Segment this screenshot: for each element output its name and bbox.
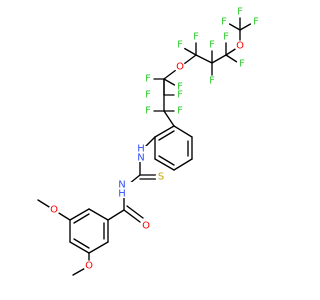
bond [154, 125, 175, 138]
atom-label-fluorine: F [142, 89, 154, 101]
atom-label-nh: N H [117, 180, 133, 200]
atom-label-oxygen: O [234, 40, 246, 52]
svg-text:F: F [177, 90, 183, 101]
atom-label-oxygen: O [174, 61, 186, 73]
atom-label-fluorine: F [220, 31, 232, 43]
svg-text:F: F [177, 106, 183, 117]
svg-text:O: O [142, 221, 150, 232]
atom-label-fluorine: F [190, 31, 202, 43]
atom-label-fluorine: F [250, 16, 262, 28]
bond [195, 54, 213, 64]
bond [126, 205, 144, 219]
svg-text:O: O [50, 205, 58, 216]
bond [73, 213, 90, 224]
svg-text:N: N [137, 153, 144, 164]
atom-label-fluorine: F [174, 81, 186, 93]
atom-label-fluorine: F [236, 58, 248, 70]
svg-text:F: F [145, 74, 151, 85]
molecule-canvas: F F F F F F F F F F F F F F F O O O O O … [37, 6, 262, 276]
bond [163, 110, 175, 127]
svg-text:O: O [85, 261, 93, 272]
atom-label-fluorine: F [142, 73, 154, 85]
atom-label-fluorine: F [206, 39, 218, 51]
bond [107, 209, 125, 221]
svg-text:F: F [145, 90, 151, 101]
atom-label-oxygen: O [48, 204, 60, 216]
bond [158, 155, 175, 166]
bond [173, 158, 193, 171]
atom-label-fluorine: F [206, 75, 218, 87]
svg-text:N: N [118, 180, 125, 191]
structure-drawing: F F F F F F F F F F F F F F F O O O O O … [37, 6, 262, 276]
svg-text:H: H [118, 189, 126, 200]
atom-label-fluorine: F [234, 6, 246, 18]
svg-text:F: F [177, 40, 183, 51]
svg-text:S: S [158, 172, 164, 183]
bond [158, 130, 175, 141]
bond [211, 54, 227, 64]
bond [69, 241, 90, 254]
svg-text:F: F [209, 40, 215, 51]
bond [73, 238, 90, 249]
svg-text:F: F [253, 17, 259, 28]
svg-text:F: F [193, 32, 199, 43]
svg-text:F: F [237, 7, 243, 18]
atom-label-fluorine: F [218, 16, 230, 28]
atom-label-fluorine: F [174, 105, 186, 117]
svg-text:F: F [221, 17, 227, 28]
atom-label-nh: H N [134, 144, 150, 164]
bond-layer [37, 13, 255, 276]
bond [123, 209, 141, 223]
bond [69, 208, 90, 221]
svg-text:O: O [176, 62, 184, 73]
bond [173, 125, 193, 138]
svg-text:F: F [177, 82, 183, 93]
bond [88, 241, 109, 254]
atom-label-oxygen: O [140, 220, 152, 232]
bond [154, 158, 175, 171]
svg-text:H: H [137, 144, 145, 155]
svg-text:F: F [239, 59, 245, 70]
atom-label-layer: F F F F F F F F F F F F F F F O O O O O … [48, 6, 262, 272]
svg-text:F: F [223, 32, 229, 43]
svg-text:F: F [209, 76, 215, 87]
svg-text:O: O [236, 41, 244, 52]
atom-label-fluorine: F [174, 89, 186, 101]
atom-label-fluorine: F [174, 39, 186, 51]
atom-label-sulfur: S [155, 171, 167, 183]
svg-text:F: F [145, 106, 151, 117]
atom-label-fluorine: F [142, 105, 154, 117]
bond [88, 208, 109, 221]
atom-label-oxygen: O [83, 260, 95, 272]
